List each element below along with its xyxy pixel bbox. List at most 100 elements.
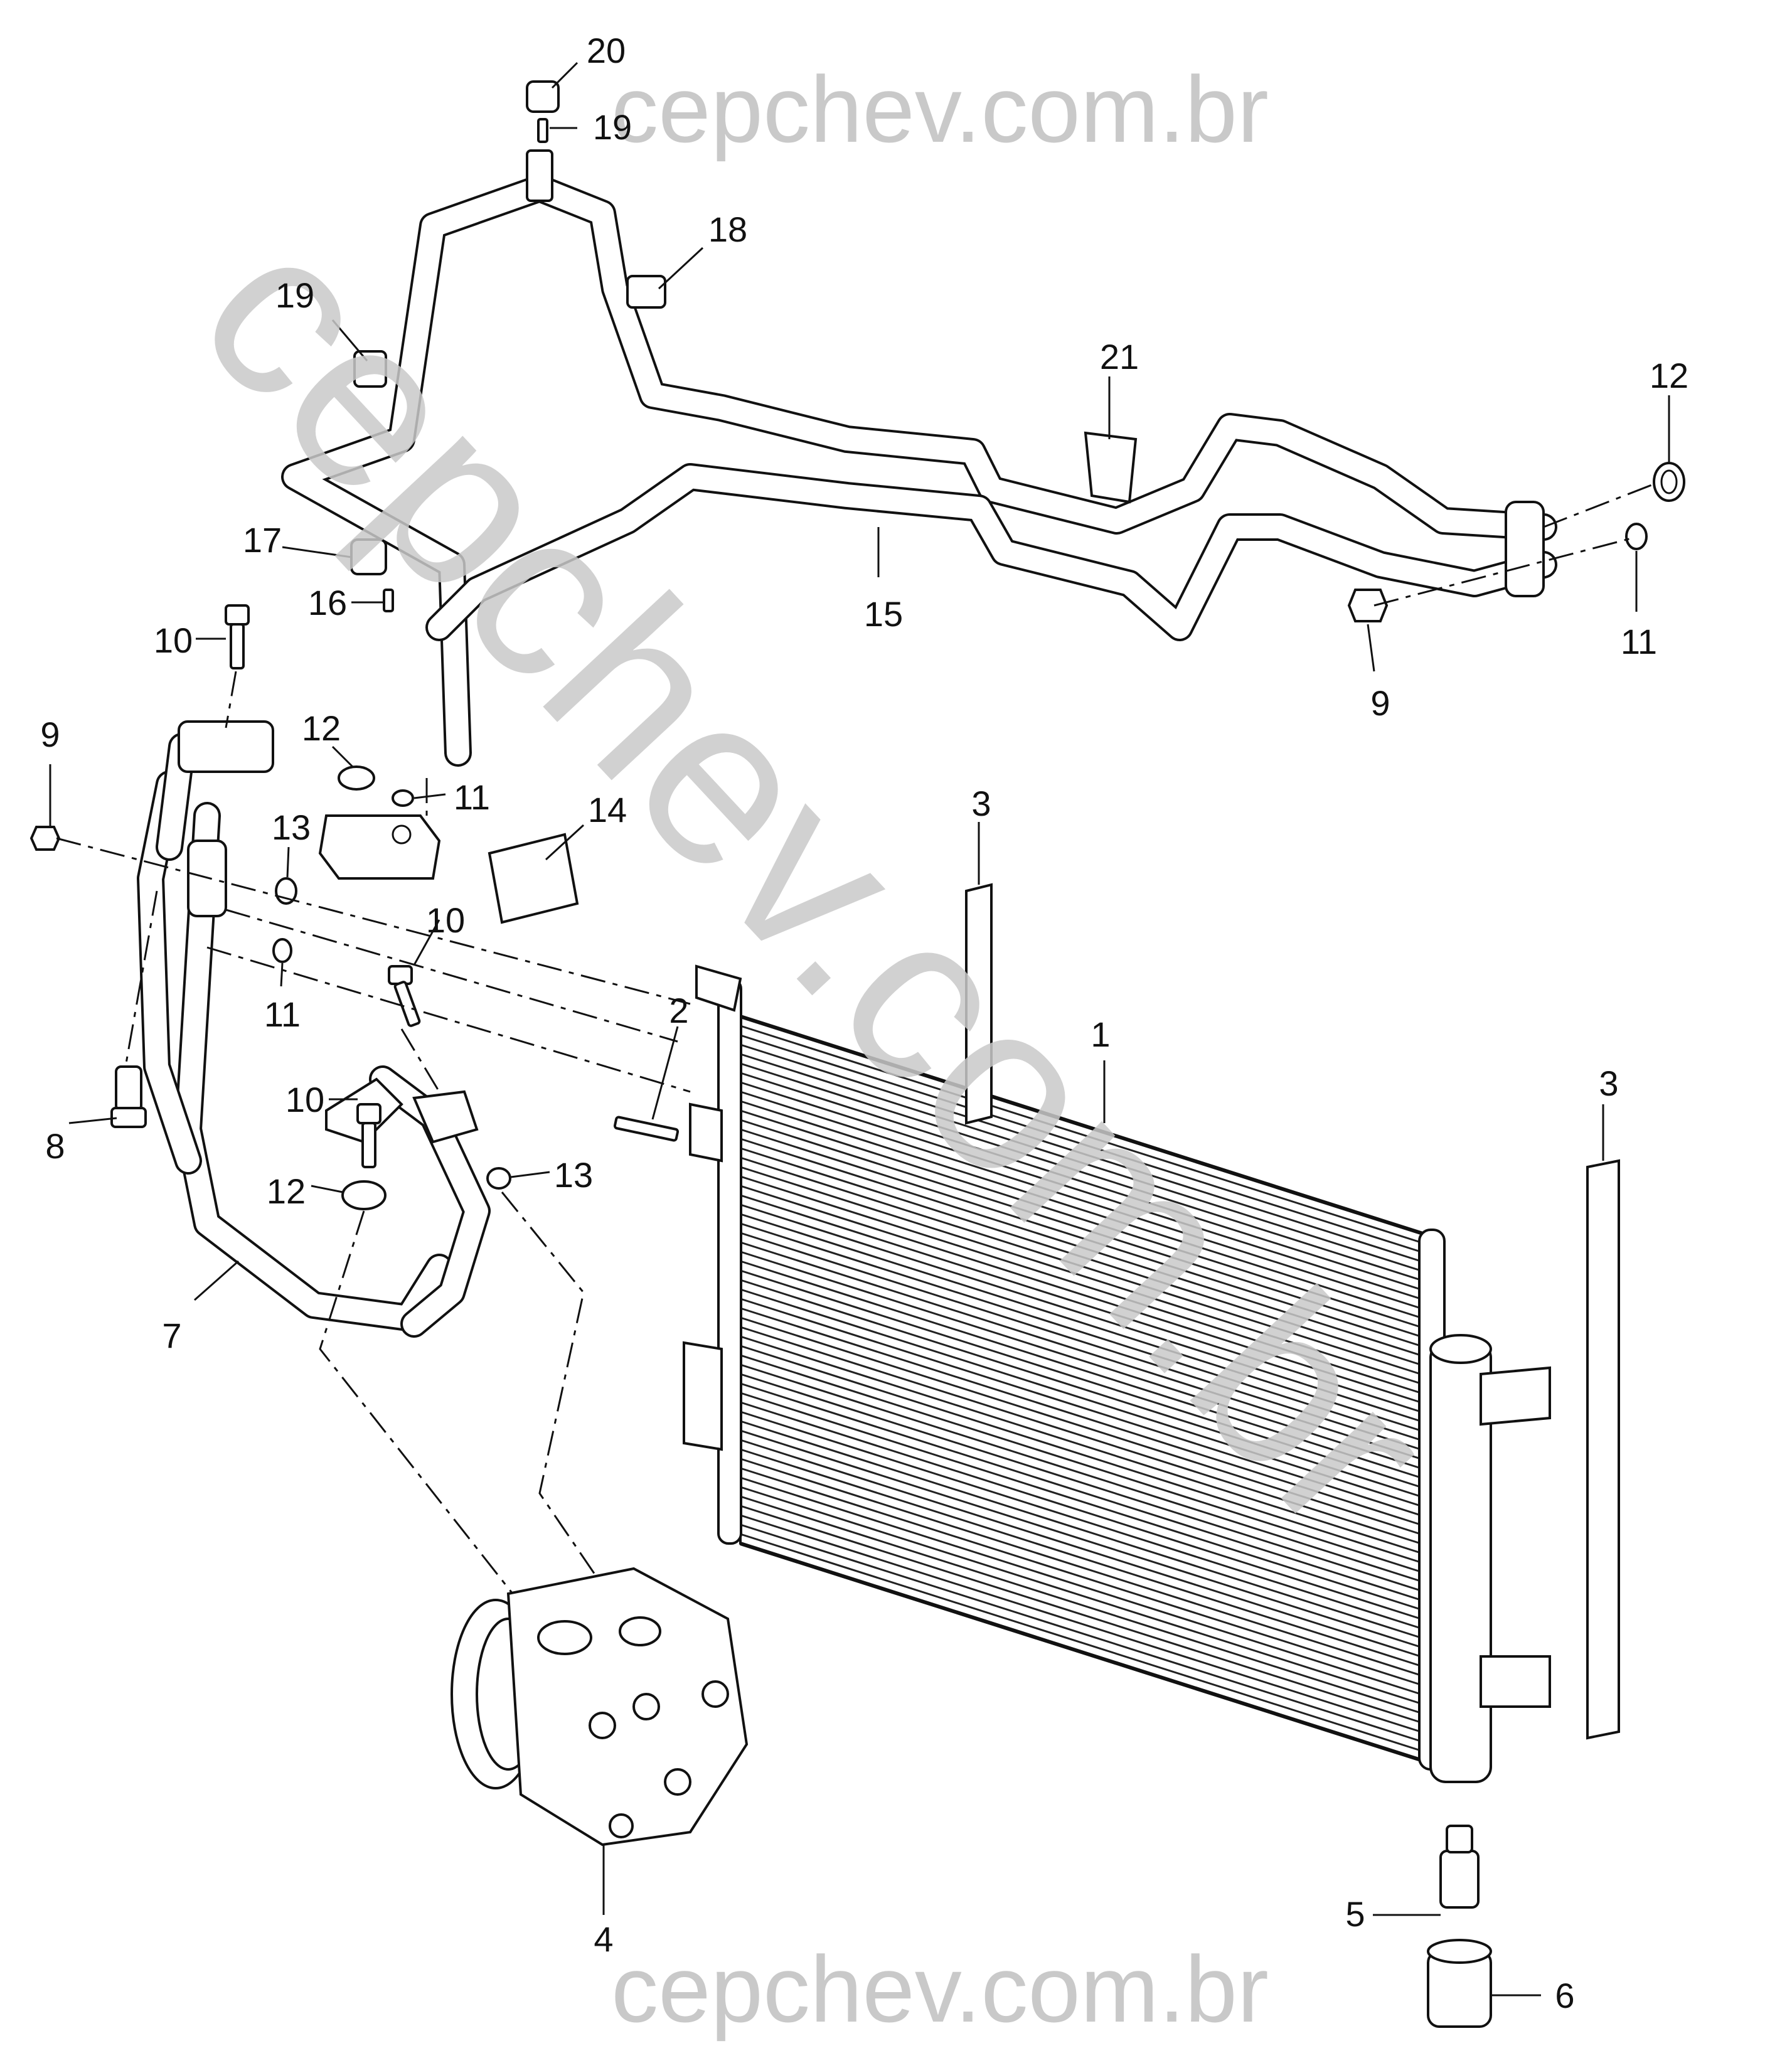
condenser-fin	[740, 1523, 1431, 1746]
condenser-fin	[740, 1429, 1431, 1651]
callout-7: 7	[162, 1316, 181, 1355]
condenser-fin	[740, 1439, 1431, 1661]
callout-15: 15	[864, 594, 903, 634]
condenser-fin	[740, 1458, 1431, 1680]
callout-20: 20	[587, 31, 626, 70]
valve-core-19-top	[537, 118, 548, 143]
condenser-fin	[740, 1166, 1431, 1388]
drier-plug-5	[1439, 1825, 1480, 1909]
seal-3-left	[965, 883, 993, 1125]
condenser-fin	[740, 1232, 1431, 1454]
callout-17: 17	[243, 520, 282, 560]
condenser-fin	[740, 1392, 1431, 1614]
callout-19-top: 19	[593, 107, 632, 147]
condenser-fin	[740, 1119, 1431, 1341]
condenser-fin	[740, 1213, 1431, 1435]
callout-5: 5	[1345, 1894, 1365, 1934]
callout-numbers: 20 19 18 19 21 12 17 16 15 10 9 12 11 11…	[40, 31, 1688, 2015]
callout-1: 1	[1091, 1015, 1110, 1054]
condenser-fin	[740, 1326, 1431, 1548]
oring-13-lower	[486, 1167, 511, 1190]
condenser-fin	[740, 1316, 1431, 1538]
condenser-fin	[740, 1410, 1431, 1633]
callout-2: 2	[669, 991, 688, 1030]
bolt-10-lower	[356, 1103, 381, 1168]
callout-11-right: 11	[1621, 622, 1657, 661]
callout-10-mid: 10	[426, 900, 465, 940]
condenser-fin	[740, 1486, 1431, 1708]
condenser-fin	[740, 1147, 1431, 1369]
condenser-fin	[740, 1401, 1431, 1623]
callout-9-right: 9	[1370, 683, 1390, 723]
condenser-fins	[740, 1025, 1431, 1755]
callout-9-left: 9	[40, 715, 60, 754]
condenser-fin	[740, 1185, 1431, 1407]
callout-12-left: 12	[302, 708, 341, 748]
condenser-fin	[740, 1382, 1431, 1604]
callout-12-right: 12	[1650, 356, 1688, 395]
condenser-fin	[740, 1175, 1431, 1397]
condenser-fin	[740, 1194, 1431, 1416]
clip-19-left	[353, 350, 387, 388]
callout-3-left: 3	[971, 784, 991, 823]
condenser-fin	[740, 1100, 1431, 1322]
callout-3-right: 3	[1599, 1064, 1618, 1103]
nut-9-left	[29, 826, 61, 851]
callout-19-left: 19	[275, 275, 314, 315]
bracket-21	[1084, 431, 1138, 504]
condenser-fin	[740, 1298, 1431, 1520]
condenser-fin	[740, 1476, 1431, 1698]
condenser-fin	[740, 1467, 1431, 1689]
condenser-fin	[740, 1062, 1431, 1284]
callout-13-lower: 13	[554, 1155, 593, 1195]
oring-12-right	[1653, 462, 1685, 502]
seal-3-right	[1586, 1159, 1620, 1740]
watermark-bottom: cepchev.com.br	[611, 1936, 1269, 2042]
condenser-fin	[740, 1279, 1431, 1501]
callout-11-upper: 11	[454, 777, 490, 817]
compressor-4	[451, 1567, 749, 1847]
stud-2	[613, 1116, 680, 1142]
bolt-10-top	[225, 604, 250, 669]
condenser-fin	[740, 1420, 1431, 1642]
callout-13-upper: 13	[272, 808, 311, 847]
condenser-fin	[740, 1081, 1431, 1303]
expansion-block	[318, 814, 441, 880]
watermark-top: cepchev.com.br	[611, 56, 1269, 162]
callout-10-lower: 10	[285, 1080, 324, 1119]
callout-12-lower: 12	[267, 1171, 306, 1211]
callout-11-lower: 11	[264, 994, 301, 1034]
valve-16	[383, 589, 394, 612]
hose-assembly-7	[137, 720, 491, 1338]
condenser-fin	[740, 1495, 1431, 1717]
condenser-fin	[740, 1053, 1431, 1275]
condenser-fin	[740, 1363, 1431, 1586]
condenser-fin	[740, 1354, 1431, 1576]
condenser-fin	[740, 1448, 1431, 1670]
pressure-switch-8	[110, 1065, 147, 1128]
drier-cap-6	[1427, 1939, 1492, 2028]
pipe-assembly-15	[281, 149, 1557, 767]
callout-6: 6	[1555, 1976, 1574, 2015]
condenser-fin	[740, 1138, 1431, 1360]
condenser-fin	[740, 1345, 1431, 1567]
oring-12-lower	[341, 1180, 387, 1210]
plate-14	[488, 833, 579, 924]
oring-12-left	[338, 765, 375, 791]
callout-8: 8	[45, 1126, 65, 1166]
condenser-fin	[740, 1241, 1431, 1463]
bolt-10-mid	[388, 965, 421, 1027]
condenser-fin	[740, 1307, 1431, 1529]
condenser-fin	[740, 1034, 1431, 1256]
callout-4: 4	[594, 1919, 613, 1959]
callout-21: 21	[1100, 337, 1139, 376]
condenser-fin	[740, 1090, 1431, 1313]
oring-11-lower	[272, 938, 292, 963]
condenser-fin	[740, 1260, 1431, 1482]
condenser-1	[683, 964, 1551, 1783]
condenser-fin	[740, 1269, 1431, 1491]
condenser-fin	[740, 1222, 1431, 1444]
condenser-fin	[740, 1203, 1431, 1426]
